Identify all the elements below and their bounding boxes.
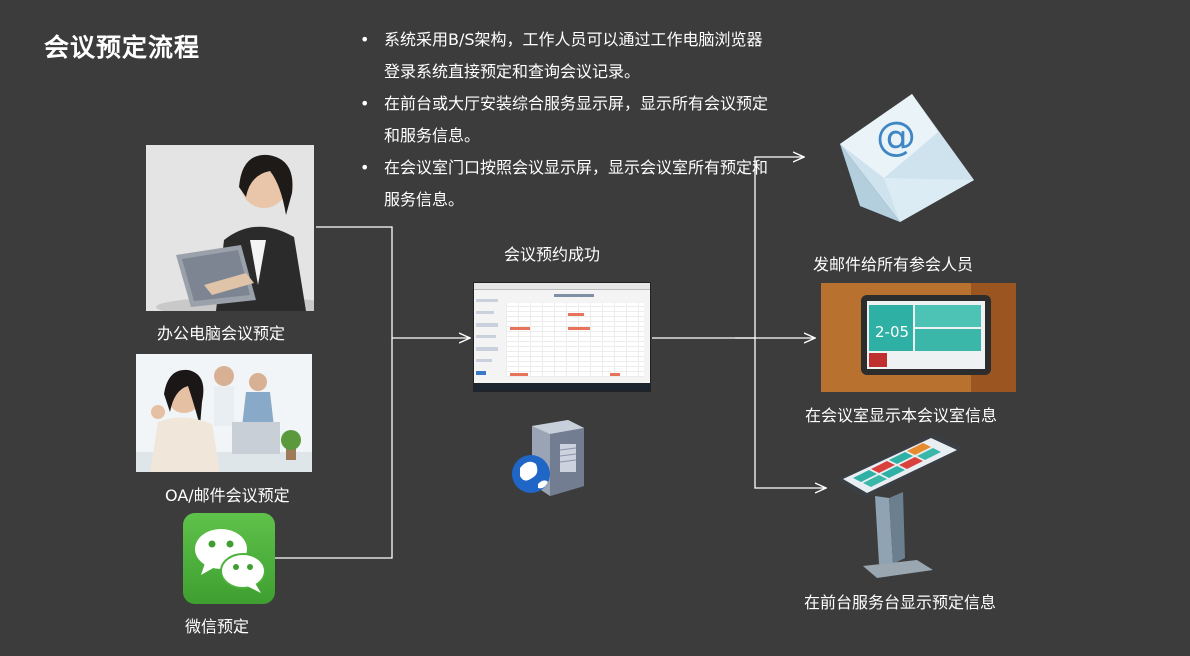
label-booking-success: 会议预约成功 [504,245,601,264]
connector-oa-wechat [275,338,393,559]
bullet-item: • 在会议室门口按照会议显示屏，显示会议室所有预定和服务信息。 [360,152,770,216]
at-symbol: @ [876,114,916,160]
bullet-dot: • [360,158,370,177]
bullet-item: • 系统采用B/S架构，工作人员可以通过工作电脑浏览器登录系统直接预定和查询会议记… [360,24,770,88]
wechat-icon [183,513,275,604]
label-room-display: 在会议室显示本会议室信息 [805,406,998,425]
calendar-sidebar [476,295,502,379]
os-taskbar [474,383,650,391]
label-front-desk-display: 在前台服务台显示预定信息 [804,593,997,612]
bullet-text: 系统采用B/S架构，工作人员可以通过工作电脑浏览器登录系统直接预定和查询会议记录… [384,30,763,81]
booking-system-screenshot [473,282,651,392]
label-office-pc: 办公电脑会议预定 [157,324,286,343]
oa-email-photo [136,354,312,472]
bullet-text: 在会议室门口按照会议显示屏，显示会议室所有预定和服务信息。 [384,158,769,209]
bullet-dot: • [360,94,370,113]
label-wechat: 微信预定 [185,617,250,636]
connector-email [735,157,804,339]
page-title: 会议预定流程 [44,33,201,62]
connector-front [754,338,826,488]
office-pc-photo [146,145,314,311]
server-globe-icon [510,418,590,498]
email-envelope-icon: @ [826,86,976,224]
description-bullets: • 系统采用B/S架构，工作人员可以通过工作电脑浏览器登录系统直接预定和查询会议记… [360,24,770,216]
room-door-panel-photo: 2-05 [821,283,1016,392]
label-email-notify: 发邮件给所有参会人员 [813,255,974,274]
door-panel-time: 2-05 [875,323,910,341]
browser-bar [474,283,650,290]
bullet-text: 在前台或大厅安装综合服务显示屏，显示所有会议预定和服务信息。 [384,94,769,145]
bullet-item: • 在前台或大厅安装综合服务显示屏，显示所有会议预定和服务信息。 [360,88,770,152]
calendar-header [554,294,594,297]
bullet-dot: • [360,30,370,49]
connector-pc [316,226,470,338]
calendar-grid [506,303,644,377]
label-oa-email: OA/邮件会议预定 [165,486,290,505]
front-desk-kiosk [833,432,968,582]
